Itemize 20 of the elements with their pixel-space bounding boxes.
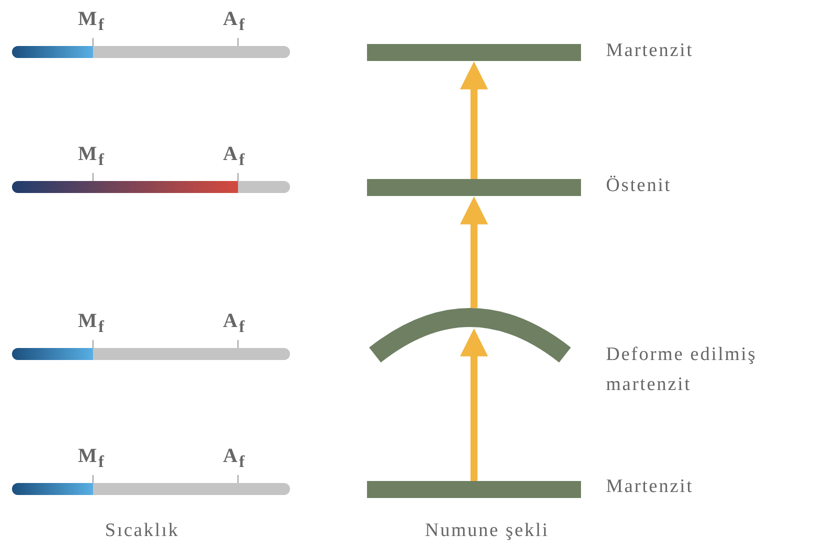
arrow (460, 196, 488, 308)
austenite-finish-mark: A$_{f}$ (223, 8, 246, 35)
austenite-finish-mark: A$_{f}$ (223, 310, 246, 337)
martensite-finish-mark: M$_{f}$ (78, 445, 106, 472)
specimen-bar (367, 44, 581, 61)
state-label: Östenit (606, 175, 672, 197)
column-caption: Sıcaklık (105, 520, 180, 542)
specimen-bar (367, 179, 581, 196)
martensite-finish-mark: M$_{f}$ (78, 310, 106, 337)
state-label: Deforme edilmiş martenzit (606, 343, 758, 397)
specimen-bar (367, 481, 581, 498)
austenite-finish-mark: A$_{f}$ (223, 445, 246, 472)
state-label: Martenzit (606, 476, 694, 498)
martensite-finish-mark: M$_{f}$ (78, 143, 106, 170)
state-label: Martenzit (606, 40, 694, 62)
martensite-finish-mark: M$_{f}$ (78, 8, 106, 35)
austenite-finish-mark: A$_{f}$ (223, 143, 246, 170)
arrow (460, 328, 488, 481)
arrow (460, 61, 488, 179)
column-caption: Numune şekli (425, 520, 550, 542)
